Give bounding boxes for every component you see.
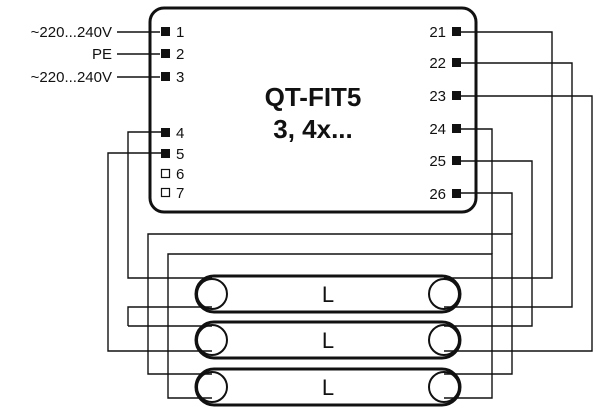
terminal-1-marker — [161, 27, 170, 36]
terminal-26-marker — [452, 189, 461, 198]
wire-inner-loop — [167, 253, 493, 399]
input-label-l2: ~220...240V — [31, 69, 112, 86]
lamp-3-label: L — [322, 375, 334, 400]
wire-t4-lamp1-left — [127, 131, 212, 279]
terminal-6-marker — [160, 168, 171, 179]
terminal-26-label: 26 — [429, 186, 446, 203]
terminal-5-marker — [161, 149, 170, 158]
input-label-l1: ~220...240V — [31, 24, 112, 41]
terminal-4-label: 4 — [176, 125, 184, 142]
terminal-1-label: 1 — [176, 24, 184, 41]
terminal-21-marker — [452, 27, 461, 36]
terminal-2-marker — [161, 49, 170, 58]
terminal-5-label: 5 — [176, 146, 184, 163]
terminal-23-marker — [452, 91, 461, 100]
wire-t25-lamp2-right-upper — [444, 160, 533, 327]
lamp-1-label: L — [322, 282, 334, 307]
lamp-1-left-electrode — [196, 278, 228, 310]
terminal-25-label: 25 — [429, 153, 446, 170]
terminal-6-label: 6 — [176, 166, 184, 183]
lamp-3: L — [194, 367, 462, 407]
terminal-21-label: 21 — [429, 24, 446, 41]
terminal-24-label: 24 — [429, 121, 446, 138]
ballast-model-line2: 3, 4x... — [273, 114, 353, 144]
lamp-2: L — [194, 320, 462, 360]
input-label-pe: PE — [92, 46, 112, 63]
terminal-22-label: 22 — [429, 55, 446, 72]
ballast-model-line1: QT-FIT5 — [265, 82, 362, 112]
wire-outer-loop — [147, 233, 513, 375]
lamp-2-left-electrode — [196, 324, 228, 356]
lamp-1: L — [194, 274, 462, 314]
lamp-3-left-electrode — [196, 371, 228, 403]
lamp-2-label: L — [322, 328, 334, 353]
terminal-23-label: 23 — [429, 88, 446, 105]
terminal-4-marker — [161, 128, 170, 137]
terminal-25-marker — [452, 156, 461, 165]
wire-t24 — [461, 128, 493, 254]
wire-t26 — [461, 192, 513, 234]
terminal-7-label: 7 — [176, 185, 184, 202]
terminal-3-marker — [161, 72, 170, 81]
terminal-2-label: 2 — [176, 46, 184, 63]
wire-t22-lamp1-right-lower — [444, 62, 573, 308]
wire-t5-lamp2-left — [107, 152, 212, 352]
wire-lamp1-left-down-a — [127, 306, 212, 326]
lamp-2-right-electrode — [428, 324, 460, 356]
terminal-3-label: 3 — [176, 69, 184, 86]
lamp-1-right-electrode — [428, 278, 460, 310]
terminal-24-marker — [452, 124, 461, 133]
terminal-22-marker — [452, 58, 461, 67]
wire-t21-lamp1-right — [444, 31, 553, 279]
wire-t23-lamp2-right — [444, 95, 593, 352]
lamp-3-right-electrode — [428, 371, 460, 403]
ballast-box — [148, 6, 478, 214]
terminal-7-marker — [160, 187, 171, 198]
